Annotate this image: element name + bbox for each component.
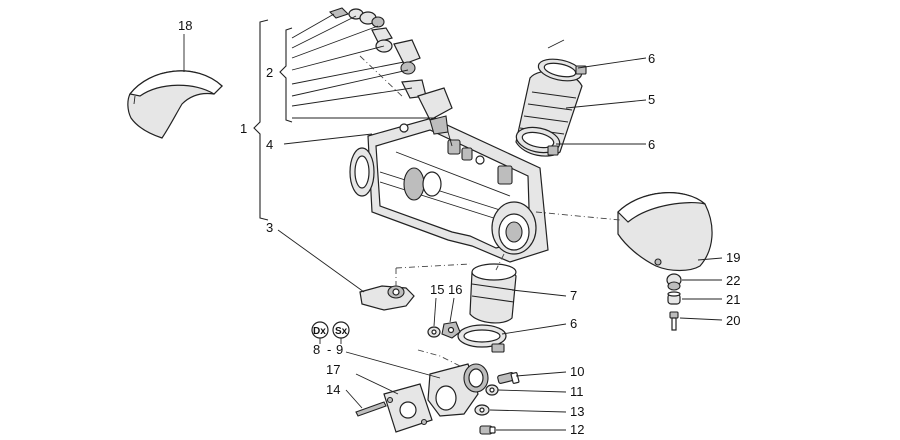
bolt-10 (497, 372, 520, 384)
callout-6-upper: 6 (648, 51, 655, 66)
callout-14: 14 (326, 382, 340, 397)
fitting-chain-2 (328, 7, 453, 147)
sx-badge-label: Sx (335, 326, 348, 337)
nut-13 (474, 404, 490, 416)
callout-dash: - (327, 342, 331, 357)
sensor-3 (359, 268, 415, 311)
screw-20 (669, 311, 679, 331)
callout-19: 19 (726, 250, 740, 265)
side-badges: Dx Sx (311, 321, 350, 344)
hose-clamp-6-middle (515, 126, 561, 156)
callout-2: 2 (266, 65, 273, 80)
callout-13: 13 (570, 404, 584, 419)
group-brace-1 (253, 19, 269, 221)
callout-18: 18 (178, 18, 192, 33)
assembly-axes (359, 55, 621, 367)
cover-shell-19 (617, 192, 713, 272)
leader-lines (183, 13, 723, 431)
callout-20: 20 (726, 313, 740, 328)
callout-6-lower: 6 (570, 316, 577, 331)
callout-22: 22 (726, 273, 740, 288)
callout-9: 9 (336, 342, 343, 357)
nut-16 (441, 321, 461, 339)
grommet-22 (666, 273, 682, 291)
manifold-elbow (427, 363, 489, 417)
washer-15 (427, 326, 441, 338)
callout-1: 1 (240, 121, 247, 136)
callout-6-middle: 6 (648, 137, 655, 152)
spacer-21 (667, 291, 681, 305)
dx-badge-label: Dx (313, 326, 326, 337)
callout-17: 17 (326, 362, 340, 377)
throttle-body-assembly (349, 117, 549, 263)
callout-3: 3 (266, 220, 273, 235)
callout-21: 21 (726, 292, 740, 307)
bolt-12 (479, 425, 496, 435)
cover-shell-18 (127, 70, 223, 139)
callout-11: 11 (570, 384, 584, 399)
intake-sleeve-7 (469, 263, 517, 324)
callout-8: 8 (313, 342, 320, 357)
callout-5: 5 (648, 92, 655, 107)
stud-14 (355, 401, 387, 417)
hose-clamp-6-upper (537, 58, 587, 82)
callout-7: 7 (570, 288, 577, 303)
callout-labels: 18 1 2 4 3 6 5 6 19 22 21 20 7 6 15 16 1… (178, 18, 740, 437)
group-brace-2 (279, 27, 293, 123)
callout-15: 15 (430, 282, 444, 297)
washer-11 (485, 384, 499, 396)
callout-10: 10 (570, 364, 584, 379)
callout-16: 16 (448, 282, 462, 297)
callout-12: 12 (570, 422, 584, 437)
callout-4: 4 (266, 137, 273, 152)
hose-clamp-6-lower (457, 324, 507, 353)
flange-17 (383, 383, 433, 433)
